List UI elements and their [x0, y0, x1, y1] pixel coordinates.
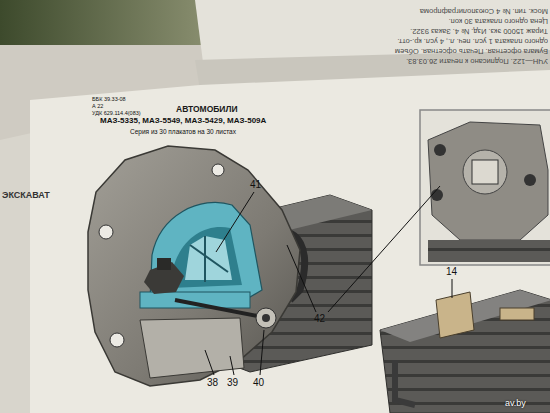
imprint-line: Цена одного плаката 30 коп.: [208, 16, 548, 26]
series-note: Серия из 30 плакатов на 30 листах: [130, 128, 236, 135]
imprint-line: Тираж 15000 экз. Изд. № 4. Заказ 9322.: [208, 26, 548, 36]
watermark: av.by: [505, 398, 526, 408]
model-list: МАЗ-5335, МАЗ-5549, МАЗ-5429, МАЗ-509А: [100, 116, 266, 125]
catalog-code: УДК 629.114.4(083): [92, 110, 141, 116]
poster-title: АВТОМОБИЛИ: [176, 104, 238, 114]
callout-number: 14: [446, 266, 457, 277]
imprint-line: одного плаката 1 усл. печ. л., 4 усл. кр…: [208, 36, 548, 46]
catalog-code: ББК 39.33-08: [92, 96, 126, 102]
catalog-code: А 22: [92, 103, 103, 109]
imprint-line: Бумага офсетная. Печать офсетная. Объем: [208, 46, 548, 56]
imprint-line: УЧН—122. Подписано к печати 26.03.83.: [208, 56, 548, 66]
callout-number: 39: [227, 377, 238, 388]
neighbour-poster-title: ЭКСКАВАТ: [2, 190, 50, 200]
imprint-line: Моск. тип. № 4 Союзполиграфпрома: [208, 6, 548, 16]
callout-number: 40: [253, 377, 264, 388]
callout-number: 41: [250, 179, 261, 190]
imprint-block: УЧН—122. Подписано к печати 26.03.83.Бум…: [208, 0, 548, 66]
callout-number: 38: [207, 377, 218, 388]
callout-number: 42: [314, 313, 325, 324]
